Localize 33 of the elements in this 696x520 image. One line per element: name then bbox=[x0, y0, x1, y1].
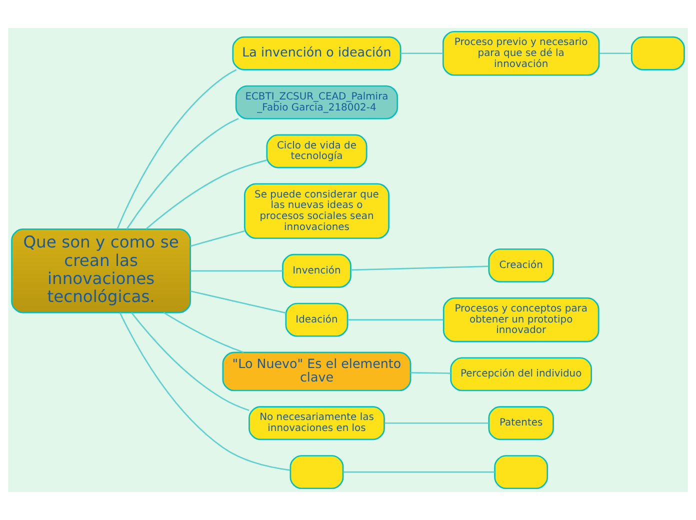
connector bbox=[163, 312, 244, 354]
connector bbox=[599, 52, 632, 54]
connector bbox=[146, 160, 267, 230]
connector bbox=[400, 52, 443, 54]
node-box bbox=[494, 455, 548, 490]
node-box bbox=[630, 36, 685, 70]
node-box: Ciclo de vida de tecnología bbox=[266, 134, 368, 168]
node-box bbox=[290, 455, 344, 490]
connector bbox=[190, 230, 245, 247]
connector bbox=[126, 118, 239, 230]
connector bbox=[190, 290, 286, 314]
node-box: Invención bbox=[282, 254, 352, 288]
node-box: Patentes bbox=[488, 406, 554, 440]
connector bbox=[190, 270, 283, 272]
node-box: Creación bbox=[488, 248, 554, 282]
node-box: Proceso previo y necesario para que se dé la innovación bbox=[442, 30, 600, 76]
node-box: Procesos y conceptos para obtener un prototipo innovador bbox=[442, 297, 600, 342]
connector bbox=[343, 471, 495, 473]
connector bbox=[384, 422, 489, 424]
node-box: Que son y como se crean las innovaciones tecnológicas. bbox=[11, 228, 191, 314]
connector bbox=[410, 372, 451, 374]
connector bbox=[131, 312, 250, 412]
node-box: Se puede considerar que las nuevas ideas o procesos sociales sean innovaciones bbox=[244, 183, 390, 239]
node-box: Percepción del individuo bbox=[450, 357, 592, 392]
node-box: "Lo Nuevo" Es el elemento clave bbox=[222, 352, 412, 392]
node-box: No necesariamente las innovaciones en los bbox=[248, 406, 385, 440]
node-box: ECBTI_ZCSUR_CEAD_Palmira _Fabio Garcia_218002-4 bbox=[235, 85, 398, 120]
connector bbox=[348, 319, 444, 320]
connector bbox=[116, 69, 237, 230]
connector bbox=[119, 312, 290, 471]
node-box: La invención o ideación bbox=[232, 36, 402, 70]
node-box: Ideación bbox=[285, 302, 348, 337]
connector bbox=[351, 266, 489, 271]
